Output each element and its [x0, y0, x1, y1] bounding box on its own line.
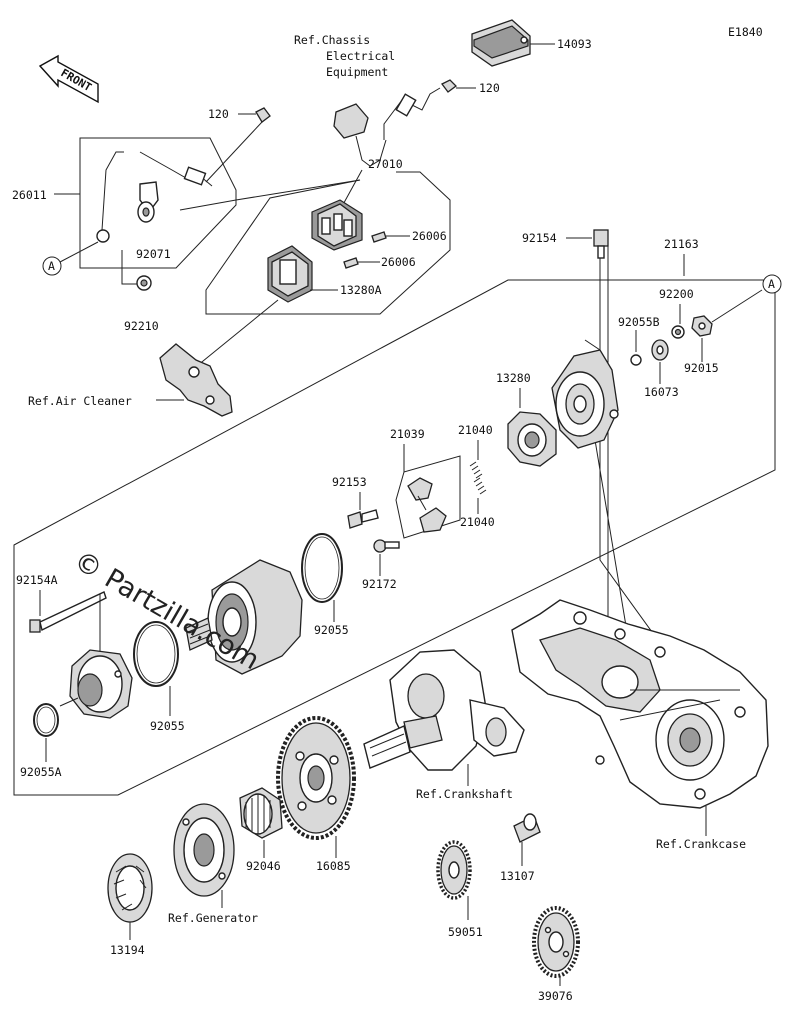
front-arrow-icon: FRONT: [38, 54, 99, 104]
label-16085: 16085: [316, 859, 351, 873]
part-92154-bolt: [593, 229, 609, 259]
part-26006-a: [371, 231, 387, 243]
label-16073: 16073: [644, 385, 679, 399]
label-92015: 92015: [684, 361, 719, 375]
connector-harness: [333, 87, 441, 167]
label-ref-generator: Ref.Generator: [168, 911, 258, 925]
part-14093: [471, 19, 531, 67]
starter-motor: [185, 559, 303, 675]
part-92200: [671, 325, 685, 339]
label-14093: 14093: [557, 37, 592, 51]
label-13194: 13194: [110, 943, 145, 957]
label-21163: 21163: [664, 237, 699, 251]
part-92154A-bolt: [29, 591, 107, 633]
label-ref-air-cleaner: Ref.Air Cleaner: [28, 394, 132, 408]
label-120-left: 120: [208, 107, 229, 121]
leader-line: [599, 470, 666, 651]
starter-group-outline: [13, 279, 776, 796]
label-26006-b: 26006: [381, 255, 416, 269]
part-26011-cable: [96, 151, 213, 243]
part-21039-brush: [407, 477, 447, 533]
label-59051: 59051: [448, 925, 483, 939]
diagram-code: E1840: [728, 25, 763, 39]
part-39076-gear: [532, 906, 580, 978]
label-39076: 39076: [538, 989, 573, 1003]
part-59051-gear: [436, 840, 472, 900]
label-92200: 92200: [659, 287, 694, 301]
part-92172-screw: [373, 539, 400, 553]
label-120-top: 120: [479, 81, 500, 95]
label-27010: 27010: [368, 157, 403, 171]
part-92055-oring-upper: [301, 533, 343, 603]
ref-generator: [173, 803, 235, 897]
label-21040-b: 21040: [460, 515, 495, 529]
ref-crankcase: [511, 599, 769, 809]
label-ref-crankshaft: Ref.Crankshaft: [416, 787, 513, 801]
part-16073: [651, 339, 669, 361]
leader-line: [594, 439, 631, 651]
bolt-120-left: [255, 107, 271, 123]
label-92055-b: 92055: [150, 719, 185, 733]
part-13280-brush-holder: [507, 411, 557, 467]
label-92153: 92153: [332, 475, 367, 489]
label-92055-a: 92055: [314, 623, 349, 637]
label-ref-chassis-line3: Equipment: [326, 65, 388, 79]
label-ref-crankcase: Ref.Crankcase: [656, 837, 746, 851]
label-21040-a: 21040: [458, 423, 493, 437]
label-26011: 26011: [12, 188, 47, 202]
part-27010-relay: [311, 199, 363, 251]
label-13280A: 13280A: [340, 283, 382, 297]
label-ref-chassis-line2: Electrical: [326, 49, 395, 63]
bolt-120-top: [441, 79, 457, 93]
label-21039: 21039: [390, 427, 425, 441]
part-16085-gear: [276, 716, 356, 840]
label-92154: 92154: [522, 231, 557, 245]
label-92154A: 92154A: [16, 573, 58, 587]
part-26006-b: [343, 257, 359, 269]
part-92055-oring-lower: [133, 621, 179, 687]
label-13280: 13280: [496, 371, 531, 385]
label-ref-chassis-line1: Ref.Chassis: [294, 33, 370, 47]
part-21040-a: [469, 461, 483, 479]
label-26006-a: 26006: [412, 229, 447, 243]
part-92153-screw: [347, 509, 379, 529]
ref-crankshaft: [363, 649, 525, 771]
label-92055B: 92055B: [618, 315, 660, 329]
marker-a-right: A: [762, 274, 782, 294]
part-92015: [691, 315, 713, 337]
label-92046: 92046: [246, 859, 281, 873]
part-13280A: [267, 245, 313, 303]
label-92071: 92071: [136, 247, 171, 261]
part-21040-b: [473, 477, 487, 495]
marker-a-left: A: [42, 256, 62, 276]
label-92210: 92210: [124, 319, 159, 333]
marker-a-label: A: [48, 259, 55, 273]
ref-air-cleaner-part: [159, 343, 233, 417]
part-92046-bearing: [239, 787, 283, 839]
starter-end-cover: [551, 349, 619, 449]
part-13107-shaft: [513, 813, 541, 843]
part-92055B: [630, 354, 642, 366]
part-92055A-oring: [33, 703, 59, 737]
label-92055A: 92055A: [20, 765, 62, 779]
harness-group-outline: [79, 137, 237, 269]
marker-a-label: A: [768, 277, 775, 291]
label-92172: 92172: [362, 577, 397, 591]
part-92210: [136, 275, 152, 291]
part-92071: [137, 181, 159, 223]
label-13107: 13107: [500, 869, 535, 883]
starter-front-flange: [69, 649, 133, 719]
part-13194-clutch: [107, 853, 153, 923]
